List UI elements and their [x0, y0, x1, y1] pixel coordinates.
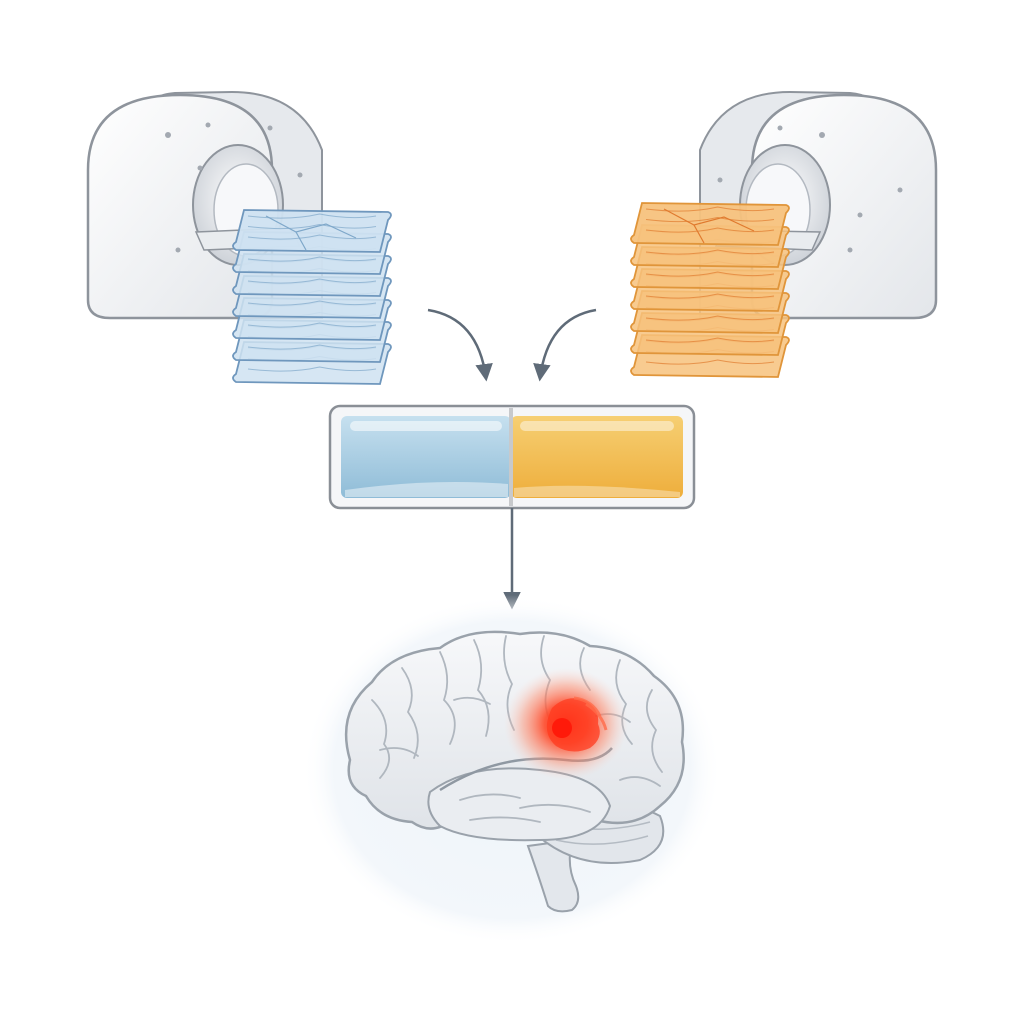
fusion-bar-orange-half — [511, 416, 683, 498]
scan-slice-texture — [645, 337, 775, 343]
scan-slice-texture — [247, 300, 377, 306]
left-mri-scanner-icon — [86, 90, 323, 320]
right-orange-scan-slices-icon — [630, 202, 790, 378]
scan-slice-texture — [247, 234, 377, 240]
scan-slice-texture — [645, 315, 775, 321]
scan-slice-texture — [645, 359, 775, 365]
scan-slice-texture — [645, 293, 775, 299]
left-to-fusion-arrow — [427, 308, 493, 382]
scan-slice — [630, 202, 790, 246]
scan-slice-texture — [247, 223, 377, 230]
scan-slice-texture — [247, 322, 377, 328]
scan-slice — [232, 209, 392, 253]
scan-slice-texture — [645, 227, 775, 233]
brain-icon — [344, 630, 685, 913]
scan-slice-texture — [247, 256, 377, 262]
scan-slice-texture — [645, 271, 775, 277]
fusion-bar — [328, 404, 696, 510]
scan-slice-texture — [247, 344, 377, 350]
scan-slice-texture — [645, 249, 775, 255]
scan-slice-texture — [247, 278, 377, 284]
fusion-bar-blue-half — [341, 416, 511, 498]
right-to-fusion-arrow — [533, 308, 597, 382]
scan-slice-texture — [265, 215, 357, 251]
scan-slice-texture — [247, 366, 377, 372]
scan-slice-texture — [645, 216, 775, 223]
left-blue-scan-slices-icon — [232, 209, 392, 385]
scan-slice-texture — [663, 208, 755, 244]
